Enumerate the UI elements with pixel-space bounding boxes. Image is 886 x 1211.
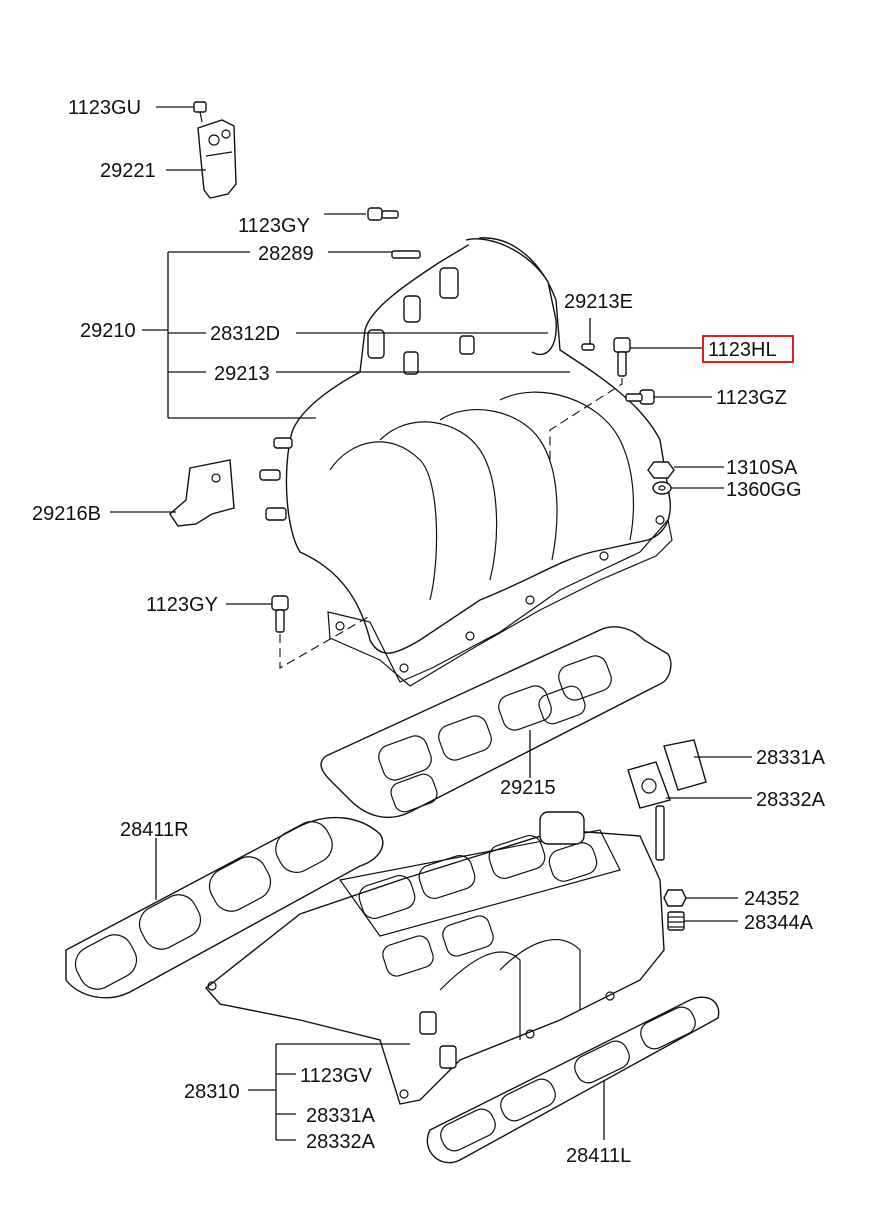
label-28289[interactable]: 28289 (258, 243, 314, 265)
gasket-29215-drawing (320, 626, 672, 819)
label-28332A-top[interactable]: 28332A (756, 789, 826, 811)
gasket-28331A-top-drawing (663, 739, 707, 791)
pin-29213E-drawing (581, 343, 595, 351)
label-29215[interactable]: 29215 (500, 777, 556, 799)
label-28331A-bottom[interactable]: 28331A (306, 1105, 376, 1127)
label-1360GG[interactable]: 1360GG (726, 479, 802, 501)
label-29221[interactable]: 29221 (100, 160, 156, 182)
bolt-1123GY-mid-drawing (271, 595, 289, 633)
gasket-28411R-drawing (65, 816, 384, 999)
bracket-29216B-drawing (169, 459, 235, 527)
gasket-28411L-drawing (426, 996, 720, 1164)
highlight-box-1123HL (702, 335, 794, 363)
label-29213[interactable]: 29213 (214, 363, 270, 385)
label-29210[interactable]: 29210 (80, 320, 136, 342)
label-1123GZ[interactable]: 1123GZ (716, 387, 787, 409)
alignment-line-1123GY-mid (279, 615, 371, 669)
label-1123GV[interactable]: 1123GV (300, 1065, 373, 1087)
label-28332A-bottom[interactable]: 28332A (306, 1131, 376, 1153)
alignment-line-1123HL (549, 378, 623, 460)
label-28344A[interactable]: 28344A (744, 912, 814, 934)
nut-24352-drawing (663, 889, 687, 907)
bracket-29221-drawing (197, 119, 237, 199)
label-28411L[interactable]: 28411L (566, 1145, 631, 1167)
label-28310[interactable]: 28310 (184, 1081, 240, 1103)
label-1123HL[interactable]: 1123HL (708, 339, 777, 361)
label-28312D[interactable]: 28312D (210, 323, 280, 345)
label-1123GY-top[interactable]: 1123GY (238, 215, 310, 237)
label-1310SA[interactable]: 1310SA (726, 457, 798, 479)
label-29216B[interactable]: 29216B (32, 503, 101, 525)
bolt-1123GY-top-drawing (367, 207, 399, 221)
lower-intake-manifold-drawing (204, 811, 665, 1105)
stud-28289-drawing (391, 250, 421, 259)
leader-lines (110, 106, 752, 1141)
nut-1310SA-drawing (647, 461, 675, 479)
label-28411R[interactable]: 28411R (120, 819, 189, 841)
label-1123GU[interactable]: 1123GU (68, 97, 141, 119)
label-28331A-top[interactable]: 28331A (756, 747, 826, 769)
bolt-1123HL-drawing (613, 337, 631, 377)
label-24352[interactable]: 24352 (744, 888, 800, 910)
label-1123GY-mid[interactable]: 1123GY (146, 594, 218, 616)
stud-drawing (655, 805, 665, 861)
gasket-28332A-top-drawing (627, 761, 671, 809)
bolt-1123GU-drawing (193, 101, 207, 123)
label-29213E[interactable]: 29213E (564, 291, 633, 313)
washer-1360GG-drawing (652, 481, 672, 495)
upper-intake-manifold-drawing (259, 237, 673, 687)
spring-28344A-drawing (667, 911, 685, 931)
